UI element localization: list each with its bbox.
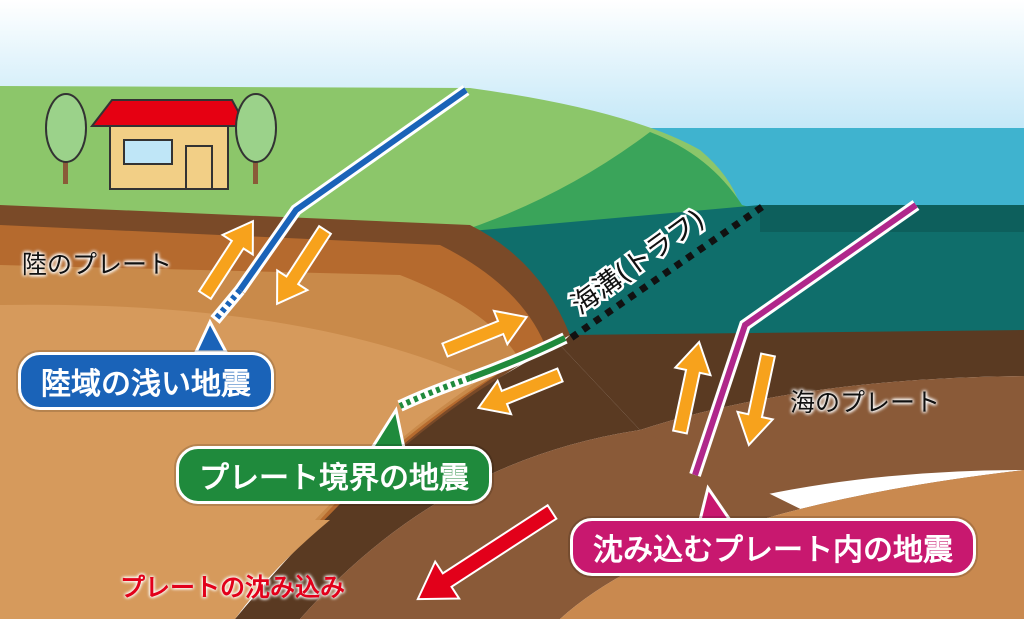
motion-arrows xyxy=(197,219,777,447)
tree-icon xyxy=(45,93,87,184)
plate-boundary-fault xyxy=(397,332,568,412)
plate-boundary-earthquake-bubble: プレート境界の地震 xyxy=(176,446,492,504)
inland-fault-line xyxy=(210,85,470,324)
house-icon xyxy=(89,99,248,190)
subduction-label: プレートの沈み込み xyxy=(120,573,346,602)
intraslab-fault xyxy=(689,200,920,477)
subduction-arrow xyxy=(416,503,558,601)
intraslab-earthquake-bubble: 沈み込むプレート内の地震 xyxy=(570,518,976,576)
tree-icon xyxy=(235,93,277,184)
deep-sea xyxy=(460,205,1024,335)
ocean-plate-label: 海のプレート xyxy=(790,388,941,417)
shallow-inland-earthquake-bubble: 陸域の浅い地震 xyxy=(18,352,274,410)
ocean-plate-top xyxy=(560,330,1024,430)
land-plate-label: 陸のプレート xyxy=(22,250,173,279)
trench-line xyxy=(566,204,764,343)
